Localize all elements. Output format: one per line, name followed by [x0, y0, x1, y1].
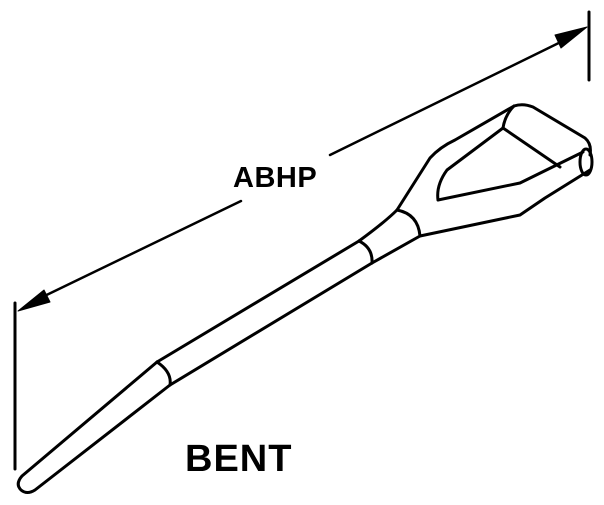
handle-outline: [16, 103, 594, 494]
grip-outer-arm: [395, 103, 592, 212]
shaft-top-edge: [155, 239, 361, 364]
dimension-line: [13, 10, 591, 471]
grip-neck-bottom: [370, 234, 422, 265]
grip-neck-top: [357, 208, 399, 243]
grip-collar-ring: [395, 208, 422, 238]
shaft-bottom-edge: [168, 261, 374, 387]
dimension-segment-left: [28, 199, 243, 305]
arrowhead-right-icon: [554, 26, 588, 49]
upper-collar-ring: [357, 239, 374, 265]
dimension-label: ABHP: [233, 162, 318, 194]
arrowhead-left-icon: [17, 289, 51, 312]
grip-crossbar-top: [501, 126, 562, 169]
variant-label: BENT: [185, 438, 293, 480]
grip-lower-arm-outer: [418, 168, 592, 238]
grip-end-cap: [578, 147, 594, 177]
dimension-segment-right: [328, 34, 575, 157]
tip-collar-ring: [155, 360, 172, 387]
handle-tip: [16, 360, 172, 494]
grip-inner-opening: [436, 104, 516, 202]
grip-inner-bottom: [436, 150, 585, 202]
